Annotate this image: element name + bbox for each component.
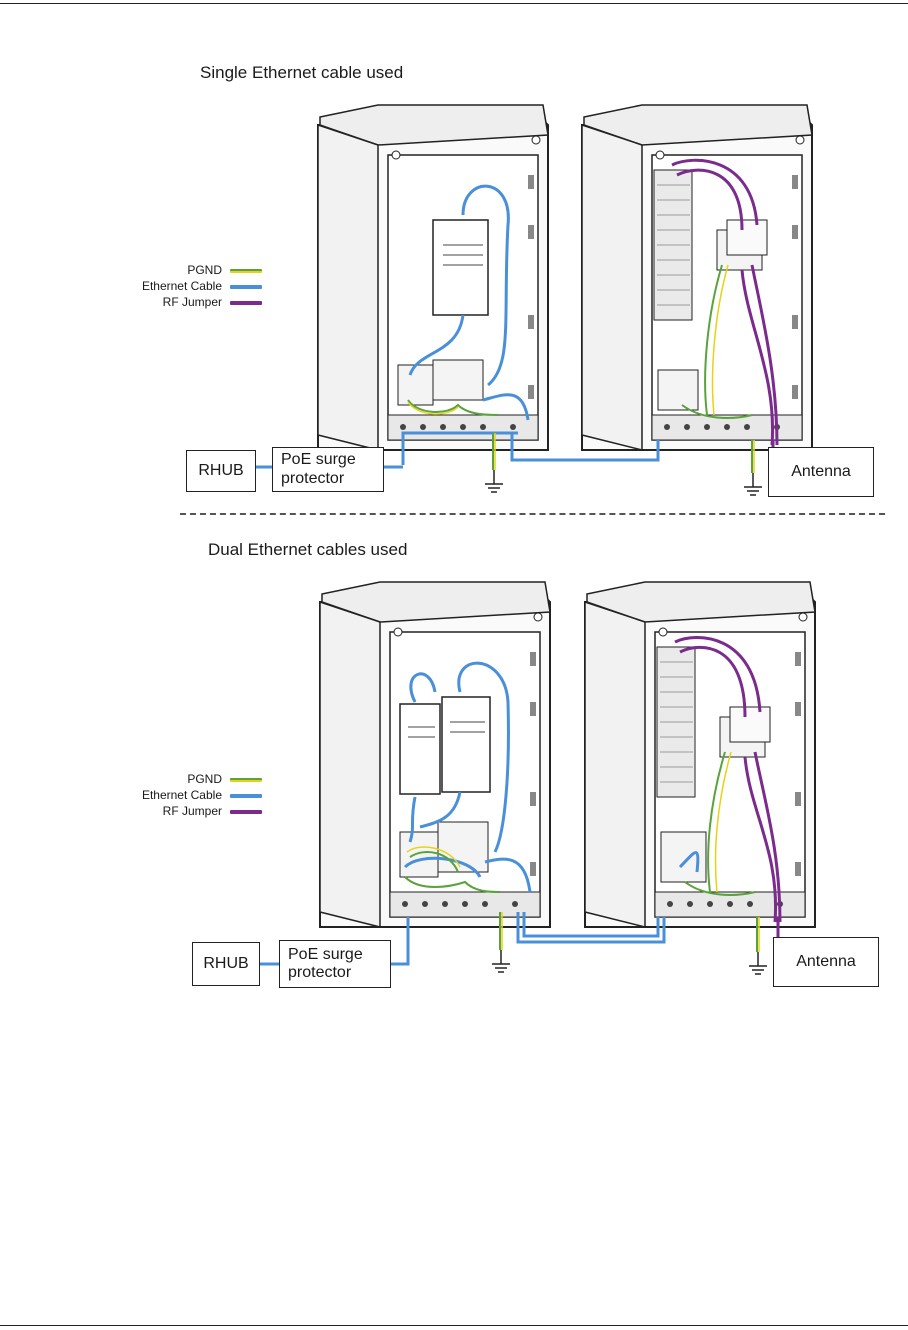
legend-item-pgnd: PGND <box>112 263 262 279</box>
poe-surge-protector-box: PoE surge protector <box>279 940 391 988</box>
pgnd-swatch <box>230 269 262 273</box>
header-rule <box>0 3 908 4</box>
right-cabinet <box>582 105 812 450</box>
left-cabinet <box>320 582 550 927</box>
dual-cable-diagram <box>0 532 908 1002</box>
legend-item-ethernet: Ethernet Cable <box>112 788 262 804</box>
ethernet-swatch <box>230 794 262 798</box>
rf-swatch <box>230 810 262 814</box>
legend: PGND Ethernet Cable RF Jumper <box>112 772 262 820</box>
dual-cable-section: Dual Ethernet cables used <box>0 532 908 1002</box>
rhub-box: RHUB <box>186 450 256 492</box>
legend-item-pgnd: PGND <box>112 772 262 788</box>
antenna-box: Antenna <box>768 447 874 497</box>
ethernet-swatch <box>230 285 262 289</box>
left-cabinet <box>318 105 548 450</box>
poe-surge-protector-box: PoE surge protector <box>272 447 384 492</box>
section-divider <box>180 513 885 515</box>
legend-item-rf: RF Jumper <box>112 295 262 311</box>
pgnd-swatch <box>230 778 262 782</box>
legend: PGND Ethernet Cable RF Jumper <box>112 263 262 311</box>
rf-swatch <box>230 301 262 305</box>
legend-item-ethernet: Ethernet Cable <box>112 279 262 295</box>
right-cabinet <box>585 582 815 927</box>
single-cable-section: Single Ethernet cable used <box>0 55 908 515</box>
legend-item-rf: RF Jumper <box>112 804 262 820</box>
rhub-box: RHUB <box>192 942 260 986</box>
footer-rule <box>0 1325 908 1326</box>
antenna-box: Antenna <box>773 937 879 987</box>
